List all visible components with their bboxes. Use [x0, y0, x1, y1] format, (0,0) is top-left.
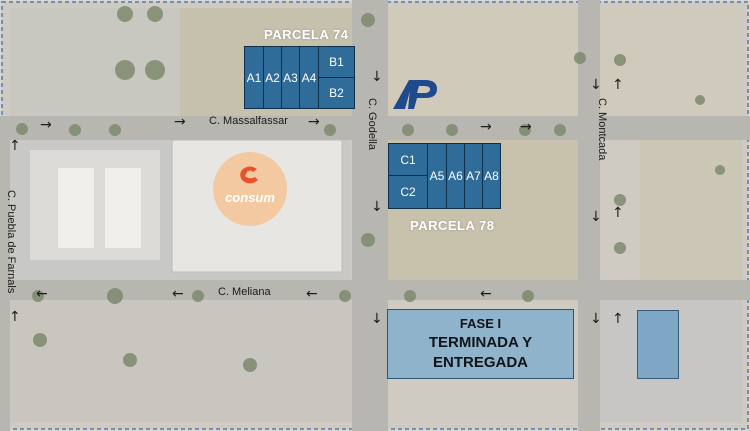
plot-a6: A6 [446, 143, 465, 209]
arrow-up-icon: ↑ [9, 309, 21, 325]
plot-b2: B2 [318, 77, 355, 109]
street-montcada: C. Montcada [596, 98, 608, 161]
fase-status-line2: ENTREGADA [432, 354, 528, 371]
arrow-right-icon: → [480, 119, 492, 135]
arrow-up-icon: ↑ [612, 205, 624, 221]
plot-a5: A5 [427, 143, 447, 209]
arrow-up-icon: ↑ [612, 77, 624, 93]
arrow-down-icon: ↓ [590, 311, 602, 327]
plot-a4: A4 [299, 46, 319, 109]
arrow-left-icon: ← [172, 286, 184, 302]
plot-b1: B1 [318, 46, 355, 78]
arrow-down-icon: ↓ [371, 199, 383, 215]
parcela-78-label: PARCELA 78 [410, 218, 495, 233]
plot-a8: A8 [482, 143, 501, 209]
consum-logo [213, 152, 287, 226]
street-massalfassar: C. Massalfassar [209, 115, 288, 127]
arrow-right-icon: → [174, 114, 186, 130]
arrow-up-icon: ↑ [612, 311, 624, 327]
plot-a1: A1 [244, 46, 264, 109]
fase-1-area: FASE I TERMINADA Y ENTREGADA [387, 309, 574, 379]
consum-mark-icon [240, 166, 258, 184]
consum-logo-text: consum [225, 190, 275, 205]
plot-a2: A2 [263, 46, 282, 109]
arrow-left-icon: ← [480, 286, 492, 302]
arrow-right-icon: → [40, 117, 52, 133]
arrow-left-icon: ← [306, 286, 318, 302]
arrow-down-icon: ↓ [371, 69, 383, 85]
plot-c2: C2 [388, 175, 428, 209]
arrow-down-icon: ↓ [371, 311, 383, 327]
plot-a7: A7 [464, 143, 483, 209]
arrow-left-icon: ← [36, 286, 48, 302]
fase-1-adjacent-area [637, 310, 679, 379]
parcela-74-label: PARCELA 74 [264, 27, 349, 42]
arrow-down-icon: ↓ [590, 209, 602, 225]
arrow-up-icon: ↑ [9, 138, 21, 154]
arrow-down-icon: ↓ [590, 77, 602, 93]
plot-a3: A3 [281, 46, 300, 109]
arrow-right-icon: → [308, 114, 320, 130]
plot-c1: C1 [388, 143, 428, 176]
arrow-right-icon: → [520, 119, 532, 135]
fase-status-line1: TERMINADA Y [428, 334, 533, 351]
street-godella: C. Godella [366, 98, 378, 150]
fase-title: FASE I [459, 316, 502, 331]
ap-logo-icon [393, 80, 437, 109]
street-meliana: C. Meliana [218, 286, 271, 298]
street-puebla: C. Puebla de Farnals [5, 190, 17, 294]
